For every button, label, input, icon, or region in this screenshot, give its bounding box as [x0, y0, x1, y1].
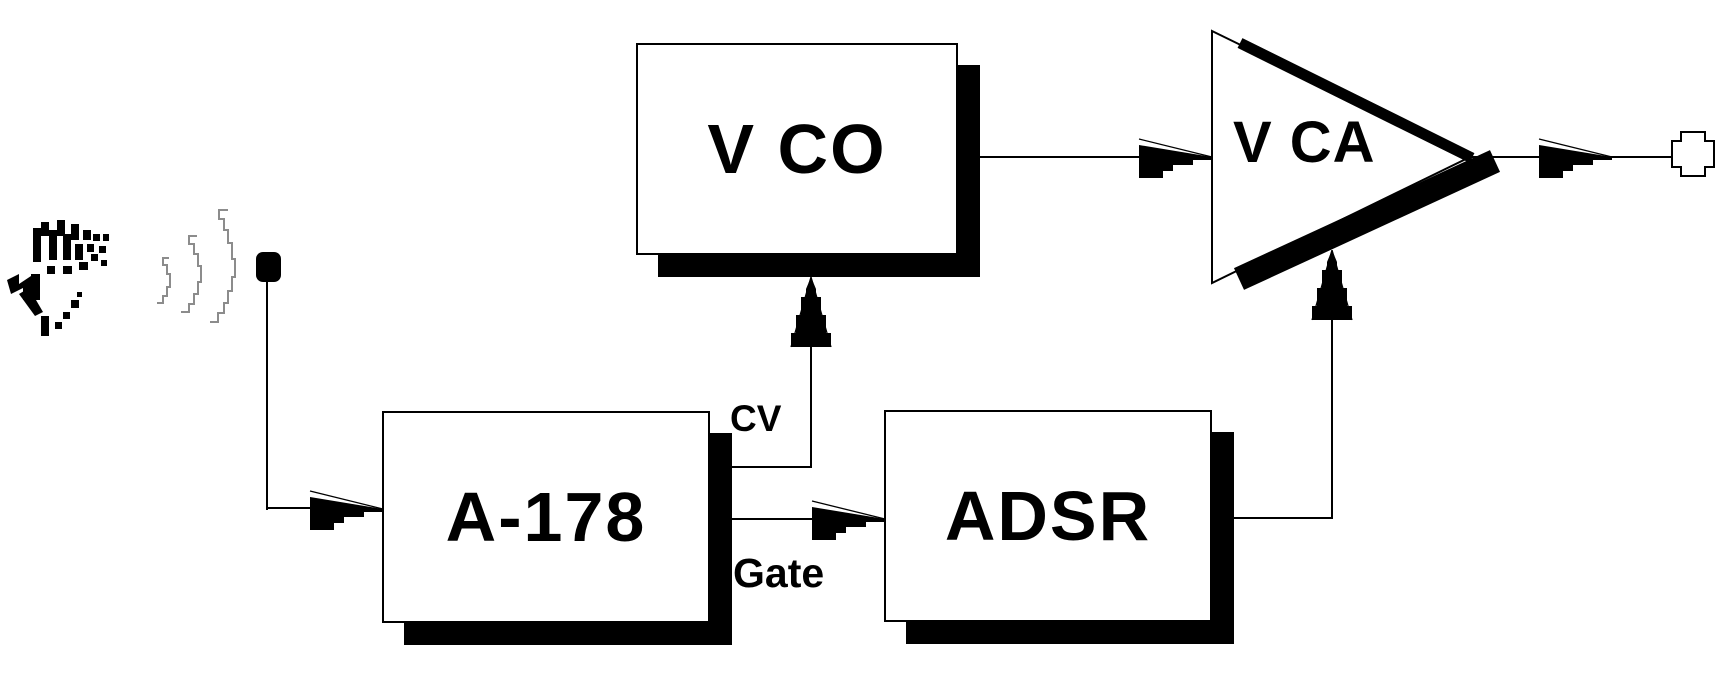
arrow-into-output — [1538, 138, 1613, 178]
wire-adsr-up — [1331, 320, 1333, 519]
block-vco: V CO — [636, 43, 958, 255]
output-port-icon — [1671, 131, 1715, 177]
wire-to-output-port — [1610, 156, 1676, 158]
wire-adsr-out — [1210, 517, 1333, 519]
arrow-into-adsr — [811, 500, 886, 540]
wire-vca-out — [1468, 156, 1542, 158]
block-adsr-label: ADSR — [944, 477, 1152, 555]
wire-antenna-drop — [266, 280, 268, 510]
gate-wire-label: Gate — [733, 550, 825, 596]
cv-wire-label: CV — [730, 398, 782, 439]
block-vco-label: V CO — [707, 110, 887, 188]
block-vca-label: V CA — [1233, 110, 1376, 175]
wire-gate — [706, 518, 816, 520]
block-vca-triangle — [1211, 29, 1501, 290]
arrow-into-vca — [1138, 138, 1213, 178]
wire-antenna-run — [266, 507, 312, 509]
antenna-node — [256, 252, 281, 282]
arrow-adsr-into-vca — [1311, 250, 1353, 321]
wire-vco-to-vca — [956, 156, 1146, 158]
wire-cv-vertical — [810, 344, 812, 468]
wire-cv-horizontal — [706, 466, 812, 468]
block-a178-label: A-178 — [445, 478, 647, 556]
arrow-into-a178 — [309, 490, 384, 530]
block-a178: A-178 — [382, 411, 710, 623]
wave-arcs-icon — [157, 209, 236, 323]
arrow-cv-into-vco — [790, 277, 832, 348]
block-adsr: ADSR — [884, 410, 1212, 622]
hand-icon — [7, 220, 109, 336]
